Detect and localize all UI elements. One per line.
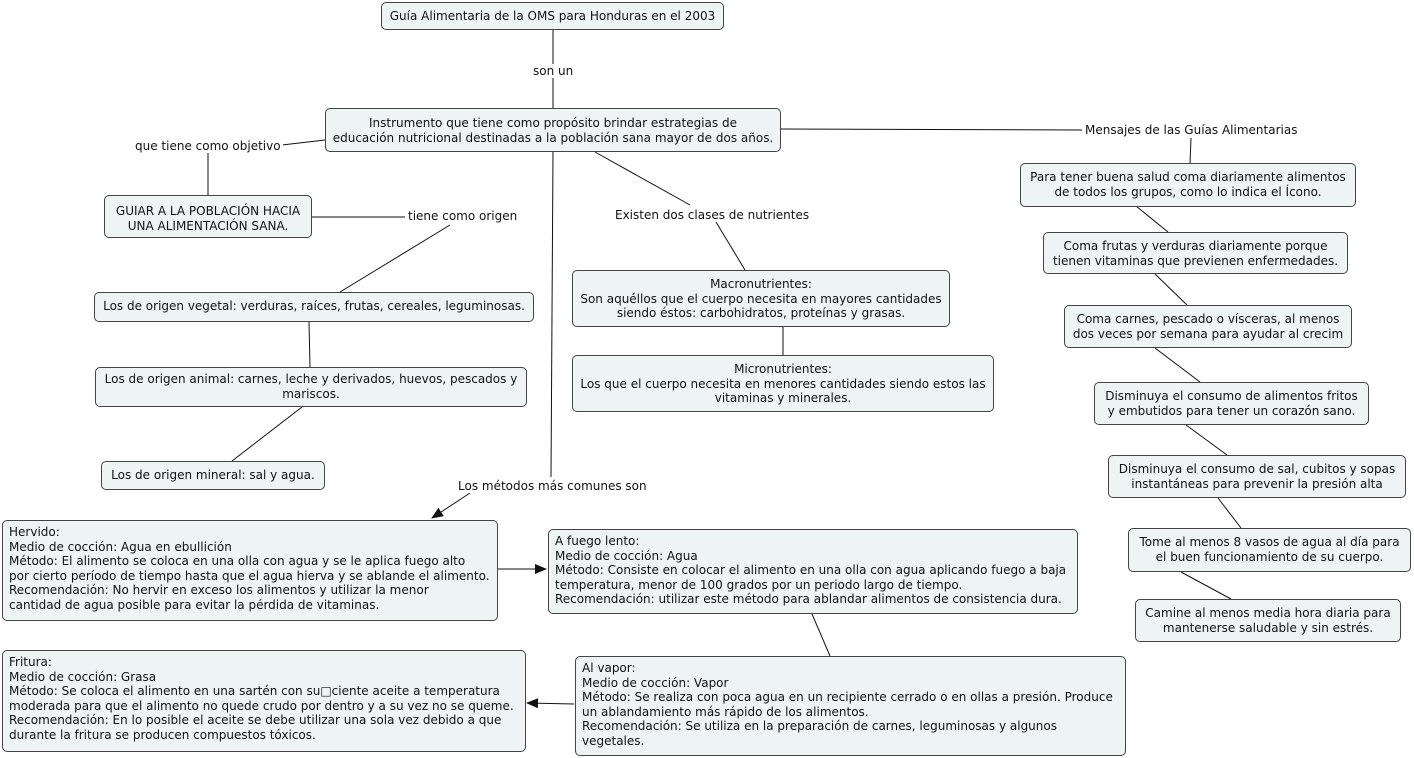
link-msg3-msg4 bbox=[1154, 347, 1201, 383]
link-vegetal-animal bbox=[308, 321, 311, 368]
vegetal-node[interactable]: Los de origen vegetal: verduras, raíces,… bbox=[94, 292, 534, 322]
link-fuego-vapor bbox=[811, 613, 831, 657]
animal-node[interactable]: Los de origen animal: carnes, leche y de… bbox=[95, 367, 527, 407]
link-msg1-msg2 bbox=[1135, 205, 1169, 233]
mensaje-6-node[interactable]: Tome al menos 8 vasos de agua al día par… bbox=[1128, 528, 1411, 572]
instrumento-node[interactable]: Instrumento que tiene como propósito bri… bbox=[325, 108, 781, 152]
mensaje-1-node[interactable]: Para tener buena salud coma diariamente … bbox=[1020, 163, 1356, 207]
mensaje-4-node[interactable]: Disminuya el consumo de alimentos fritos… bbox=[1094, 382, 1369, 425]
label-son-un: son un bbox=[531, 64, 576, 78]
link-msg6-msg7 bbox=[1180, 571, 1232, 600]
fritura-node[interactable]: Fritura: Medio de cocción: Grasa Método:… bbox=[2, 650, 526, 752]
hervido-node[interactable]: Hervido: Medio de cocción: Agua en ebull… bbox=[2, 520, 498, 621]
link-msg2-msg3 bbox=[1154, 273, 1188, 306]
mensaje-5-node[interactable]: Disminuya el consumo de sal, cubitos y s… bbox=[1108, 455, 1406, 498]
micronutrientes-node[interactable]: Micronutrientes: Los que el cuerpo neces… bbox=[572, 355, 994, 412]
link-instr-objetivo bbox=[281, 139, 326, 146]
macronutrientes-node[interactable]: Macronutrientes: Son aquéllos que el cue… bbox=[572, 270, 950, 327]
link-msg5-msg6 bbox=[1217, 497, 1242, 529]
link-instr-metodos bbox=[550, 151, 554, 478]
label-mensajes: Mensajes de las Guías Alimentarias bbox=[1083, 123, 1300, 137]
link-instr-nutrientes bbox=[594, 151, 691, 206]
title-text: Guía Alimentaria de la OMS para Honduras… bbox=[389, 9, 716, 23]
link-origen-vegetal bbox=[339, 224, 451, 293]
fuego-lento-node[interactable]: A fuego lento: Medio de cocción: Agua Mé… bbox=[548, 529, 1078, 614]
title-node[interactable]: Guía Alimentaria de la OMS para Honduras… bbox=[381, 2, 724, 30]
link-nutrientes-macro bbox=[715, 221, 746, 271]
link-animal-mineral bbox=[231, 406, 303, 462]
link-msg4-msg5 bbox=[1185, 424, 1228, 456]
label-metodos: Los métodos más comunes son bbox=[456, 479, 649, 493]
link-metodos-hervido bbox=[431, 492, 471, 519]
mensaje-2-node[interactable]: Coma frutas y verduras diariamente porqu… bbox=[1043, 232, 1348, 274]
mensaje-3-node[interactable]: Coma carnes, pescado o vísceras, al meno… bbox=[1064, 305, 1352, 348]
label-objetivo: que tiene como objetivo bbox=[133, 139, 283, 153]
label-nutrientes: Existen dos clases de nutrientes bbox=[613, 208, 812, 222]
link-vapor-fritura bbox=[526, 698, 575, 709]
label-origen: tiene como origen bbox=[406, 209, 520, 223]
link-mensajes-msg1 bbox=[1189, 137, 1192, 164]
mineral-node[interactable]: Los de origen mineral: sal y agua. bbox=[101, 461, 325, 490]
link-instr-mensajes bbox=[780, 128, 1083, 131]
vapor-node[interactable]: Al vapor: Medio de cocción: Vapor Método… bbox=[575, 656, 1126, 756]
mensaje-7-node[interactable]: Camine al menos media hora diaria para m… bbox=[1135, 599, 1401, 642]
guiar-node[interactable]: GUIAR A LA POBLACIÓN HACIA UNA ALIMENTAC… bbox=[104, 195, 312, 238]
